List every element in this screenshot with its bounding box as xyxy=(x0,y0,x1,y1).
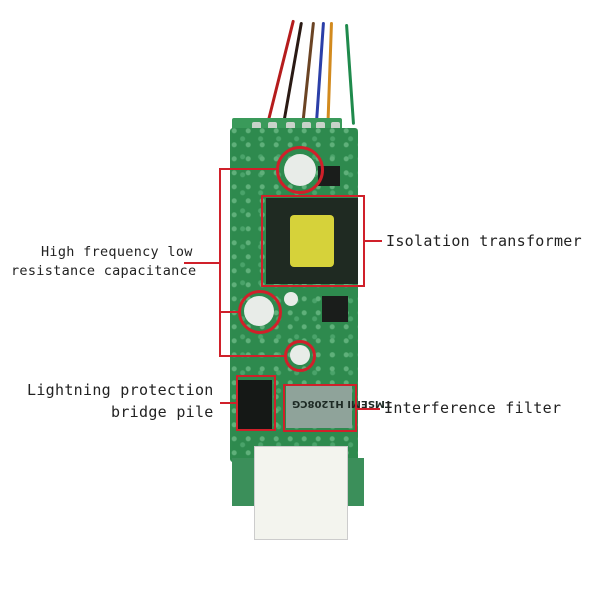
wire-orange xyxy=(326,21,333,125)
leader-capacitance-label xyxy=(184,262,220,264)
interference-filter-chip xyxy=(286,386,352,428)
pcb-side-left xyxy=(232,458,256,506)
leader-transformer xyxy=(364,240,382,242)
rj45-connector xyxy=(254,446,348,540)
highlight-capacitor-bottom xyxy=(284,340,316,372)
wire-green xyxy=(345,23,356,125)
solder-pad xyxy=(302,122,311,132)
highlight-filter xyxy=(283,384,357,432)
leader-capacitance-bottom xyxy=(219,355,287,357)
label-lightning-line1: Lightning protection xyxy=(27,381,214,399)
highlight-bridge xyxy=(236,375,276,431)
solder-pad xyxy=(268,122,277,132)
leader-filter xyxy=(356,408,380,410)
solder-pad xyxy=(286,122,295,132)
bridge-rectifier xyxy=(238,380,272,430)
wire-black xyxy=(282,21,303,124)
wire-blue xyxy=(314,21,325,125)
leader-lightning xyxy=(220,402,237,404)
transformer-core xyxy=(290,215,334,267)
small-capacitor xyxy=(284,292,298,306)
leader-capacitance-vertical xyxy=(219,168,221,356)
soic-chip xyxy=(322,296,348,322)
wire-brown xyxy=(301,21,315,125)
label-capacitance-line1: High frequency low xyxy=(41,244,193,260)
solder-pad xyxy=(331,122,340,132)
leader-capacitance-top xyxy=(219,168,279,170)
solder-pad xyxy=(252,122,261,132)
highlight-transformer xyxy=(261,195,365,287)
leader-capacitance-mid xyxy=(219,311,241,313)
label-filter: Interference filter xyxy=(384,399,562,417)
highlight-capacitor-top xyxy=(276,146,324,194)
label-lightning-line2: bridge pile xyxy=(111,403,214,421)
label-transformer: Isolation transformer xyxy=(386,232,582,250)
highlight-capacitor-middle xyxy=(238,290,282,334)
label-capacitance-line2: resistance capacitance xyxy=(11,263,197,279)
solder-pad xyxy=(316,122,325,132)
